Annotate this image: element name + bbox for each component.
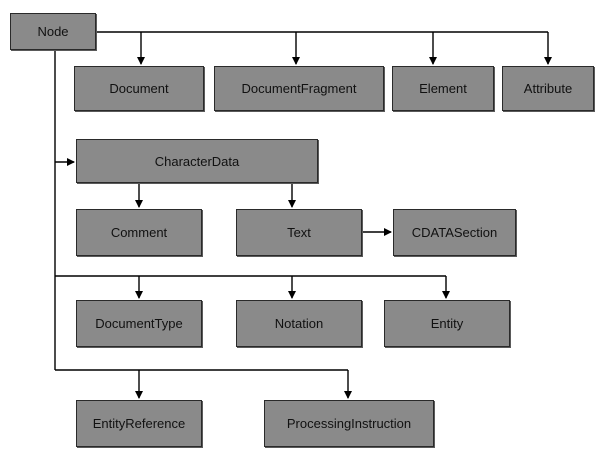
comment-box: Comment [76,209,202,256]
processinginstruction-box: ProcessingInstruction [264,400,434,447]
entity-box: Entity [384,300,510,347]
document-box: Document [74,66,204,111]
attribute-box: Attribute [502,66,594,111]
cdatasection-box: CDATASection [393,209,516,256]
element-box: Element [392,66,494,111]
documenttype-box: DocumentType [76,300,202,347]
notation-box: Notation [236,300,362,347]
characterdata-box: CharacterData [76,139,318,183]
documentfragment-box: DocumentFragment [214,66,384,111]
entityreference-box: EntityReference [76,400,202,447]
node-box: Node [10,13,96,50]
text-box: Text [236,209,362,256]
